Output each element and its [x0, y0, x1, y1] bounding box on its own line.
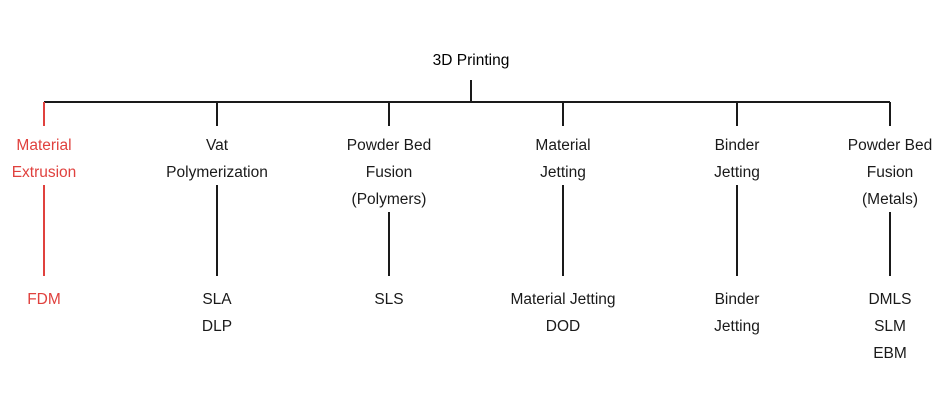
category-label-line: Fusion	[366, 164, 413, 181]
method-list-powder-bed-fusion-metals: DMLS SLM EBM	[868, 291, 911, 362]
method-label: Material Jetting	[510, 291, 615, 308]
method-label: DOD	[546, 318, 580, 335]
category-label-line: Jetting	[714, 164, 760, 181]
method-label: EBM	[873, 345, 907, 362]
root-label: 3D Printing	[433, 52, 510, 69]
method-label: SLM	[874, 318, 906, 335]
category-label-line: Polymerization	[166, 164, 268, 181]
method-label: Jetting	[714, 318, 760, 335]
method-label: FDM	[27, 291, 61, 308]
method-label: DLP	[202, 318, 232, 335]
category-label-line: (Metals)	[862, 191, 918, 208]
method-label: SLA	[202, 291, 232, 308]
category-label-line: Jetting	[540, 164, 586, 181]
method-list-vat-polymerization: SLA DLP	[202, 291, 232, 335]
method-list-powder-bed-fusion-polymers: SLS	[374, 291, 403, 308]
category-label-line: Extrusion	[12, 164, 77, 181]
category-label-line: (Polymers)	[352, 191, 427, 208]
category-label-line: Material	[16, 137, 71, 154]
category-label-line: Vat	[206, 137, 229, 154]
method-label: SLS	[374, 291, 403, 308]
category-label-line: Powder Bed	[848, 137, 932, 154]
category-label-line: Material	[535, 137, 590, 154]
method-label: DMLS	[868, 291, 911, 308]
category-label-line: Fusion	[867, 164, 914, 181]
method-list-material-extrusion: FDM	[27, 291, 61, 308]
category-label-line: Binder	[715, 137, 760, 154]
method-label: Binder	[715, 291, 760, 308]
category-label-line: Powder Bed	[347, 137, 431, 154]
